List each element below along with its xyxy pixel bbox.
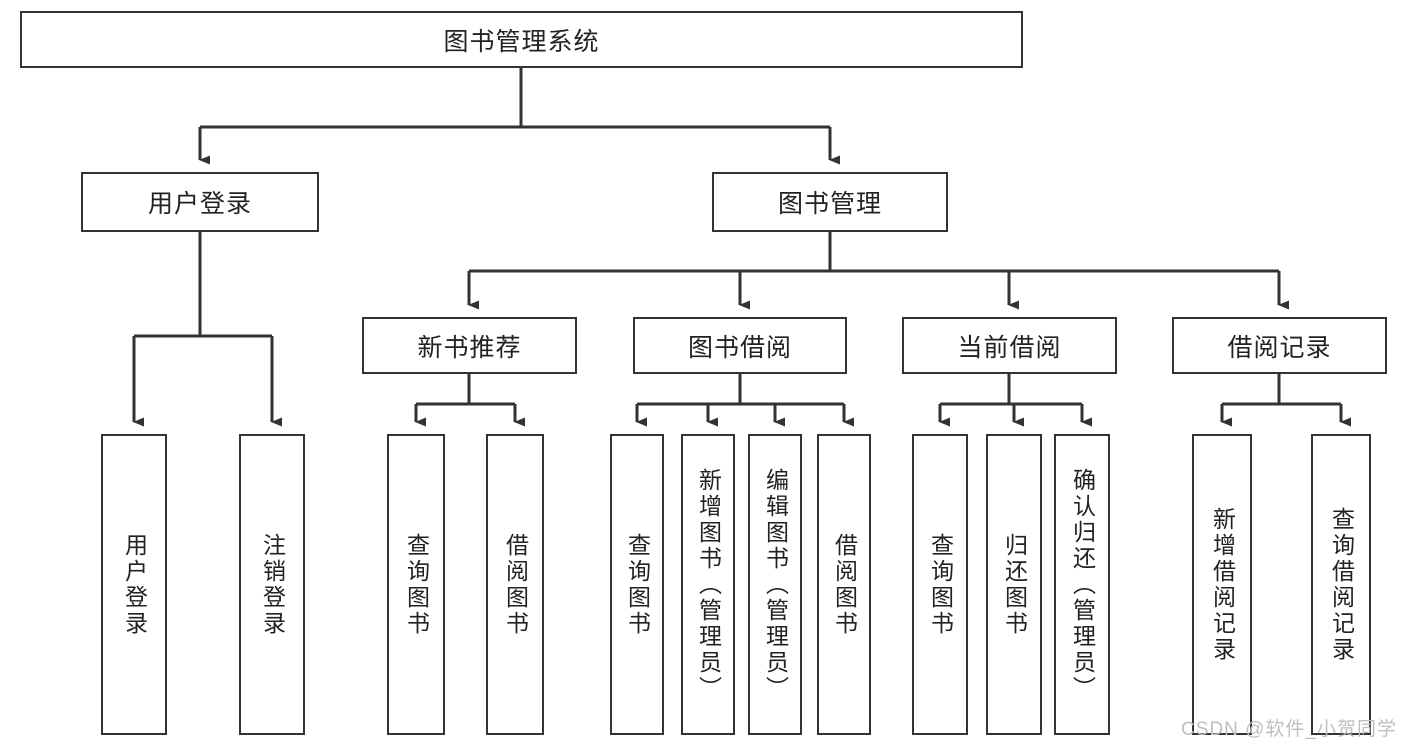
node-leaf-add-record[interactable]: 新增借阅记录 — [1192, 434, 1252, 735]
node-label: 当前借阅 — [957, 333, 1062, 362]
node-borrow-record[interactable]: 借阅记录 — [1172, 317, 1387, 374]
node-label: 查询借阅记录 — [1328, 506, 1355, 663]
node-leaf-query-book-borrow[interactable]: 查询图书 — [610, 434, 664, 735]
node-label: 借阅图书 — [502, 532, 529, 637]
node-label: 编辑图书（管理员） — [762, 467, 789, 702]
node-label: 查询图书 — [624, 532, 651, 637]
node-label: 归还图书 — [1001, 532, 1028, 637]
node-label: 查询图书 — [927, 532, 954, 637]
node-label: 图书管理 — [777, 190, 882, 218]
node-label: 新书推荐 — [417, 333, 522, 362]
node-leaf-query-book-recommend[interactable]: 查询图书 — [387, 434, 445, 735]
node-leaf-query-book-current[interactable]: 查询图书 — [912, 434, 968, 735]
node-label: 新增图书（管理员） — [695, 467, 722, 702]
node-label: 注销登录 — [259, 532, 286, 637]
node-label: 新增借阅记录 — [1209, 506, 1236, 663]
node-leaf-return-book[interactable]: 归还图书 — [986, 434, 1042, 735]
node-label: 用户登录 — [147, 190, 252, 218]
node-user-login[interactable]: 用户登录 — [81, 172, 319, 232]
node-label: 确认归还（管理员） — [1069, 467, 1096, 702]
node-leaf-borrow-book-recommend[interactable]: 借阅图书 — [486, 434, 544, 735]
node-leaf-user-login[interactable]: 用户登录 — [101, 434, 167, 735]
node-label: 查询图书 — [403, 532, 430, 637]
node-label: 借阅记录 — [1227, 333, 1332, 362]
node-current-borrow[interactable]: 当前借阅 — [902, 317, 1117, 374]
node-leaf-edit-book[interactable]: 编辑图书（管理员） — [748, 434, 802, 735]
node-leaf-logout[interactable]: 注销登录 — [239, 434, 305, 735]
node-label: 借阅图书 — [831, 532, 858, 637]
node-label: 用户登录 — [121, 532, 148, 637]
node-leaf-query-record[interactable]: 查询借阅记录 — [1311, 434, 1371, 735]
node-leaf-borrow-book[interactable]: 借阅图书 — [817, 434, 871, 735]
node-label: 图书借阅 — [687, 333, 792, 362]
node-book-manage[interactable]: 图书管理 — [712, 172, 948, 232]
node-label: 图书管理系统 — [443, 27, 600, 56]
node-new-book-recommend[interactable]: 新书推荐 — [362, 317, 577, 374]
node-book-borrow[interactable]: 图书借阅 — [633, 317, 847, 374]
node-root-book-management-system[interactable]: 图书管理系统 — [20, 11, 1023, 68]
node-leaf-confirm-return[interactable]: 确认归还（管理员） — [1054, 434, 1110, 735]
node-leaf-add-book[interactable]: 新增图书（管理员） — [681, 434, 735, 735]
